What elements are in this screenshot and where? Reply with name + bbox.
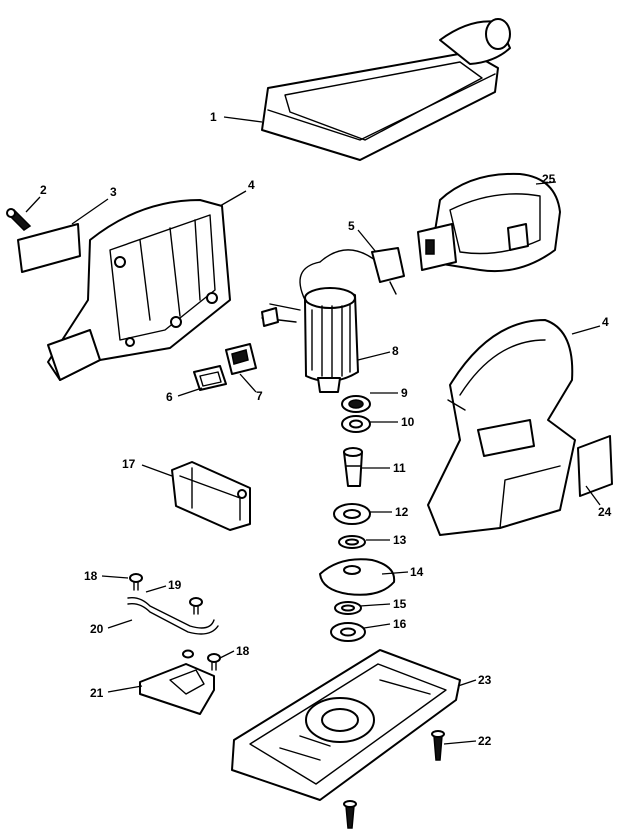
callout-7: 7	[256, 389, 263, 403]
part-14-counterweight	[319, 558, 396, 596]
part-9-fan	[341, 395, 371, 413]
callout-13: 13	[393, 533, 407, 547]
callout-1: 1	[210, 110, 217, 124]
leader-lines	[25, 116, 601, 745]
callout-22: 22	[478, 734, 492, 748]
part-23-base	[231, 649, 461, 801]
part-3-label	[17, 223, 81, 273]
callout-8: 8	[392, 344, 399, 358]
part-5-wire-connector	[319, 247, 405, 295]
part-13-washer	[338, 535, 366, 549]
callout-12: 12	[395, 505, 409, 519]
callout-17: 17	[122, 457, 136, 471]
callout-10: 10	[401, 415, 415, 429]
part-15-washer	[334, 601, 362, 615]
callout-24: 24	[598, 505, 612, 519]
callout-18-lower: 18	[236, 644, 250, 658]
part-10-bearing	[341, 415, 371, 433]
part-17-bracket	[171, 461, 251, 531]
callout-9: 9	[401, 386, 408, 400]
part-21-plate	[139, 649, 215, 715]
part-7-switch	[225, 343, 257, 375]
part-18-screw-upper	[129, 573, 143, 591]
callout-2: 2	[40, 183, 47, 197]
callout-11: 11	[393, 461, 406, 475]
part-16-bearing	[330, 622, 366, 642]
callout-19: 19	[168, 578, 182, 592]
part-12-bearing	[333, 503, 371, 525]
part-1-handle	[261, 18, 511, 161]
callout-6: 6	[166, 390, 173, 404]
part-6-switch-button	[193, 365, 227, 391]
part-24-label	[577, 435, 613, 497]
callout-25: 25	[542, 172, 556, 186]
part-22-screw	[431, 730, 445, 761]
part-20-clip	[127, 596, 219, 635]
callout-23: 23	[478, 673, 492, 687]
callout-18-upper: 18	[84, 569, 98, 583]
part-8-motor	[261, 261, 359, 393]
part-25-battery-pack	[417, 172, 561, 273]
part-4-left-housing	[47, 199, 231, 381]
callout-3: 3	[110, 185, 117, 199]
part-22-screw-lower	[343, 800, 357, 829]
part-18-screw-lower	[207, 653, 221, 671]
part-11-shaft	[343, 447, 363, 487]
callout-20: 20	[90, 622, 104, 636]
callout-5: 5	[348, 219, 355, 233]
callout-4-right-housing: 4	[602, 315, 609, 329]
part-19-screw	[189, 597, 203, 615]
callout-16: 16	[393, 617, 407, 631]
part-2-screw	[6, 208, 32, 231]
part-4-right-housing	[427, 319, 576, 536]
callout-15: 15	[393, 597, 407, 611]
callout-21: 21	[90, 686, 104, 700]
callout-4-left-housing: 4	[248, 178, 255, 192]
callout-14: 14	[410, 565, 424, 579]
callout-labels: 1 2 3 4 4 5 6 7 8 9 10 11 12 13 14 15 16…	[40, 110, 612, 748]
